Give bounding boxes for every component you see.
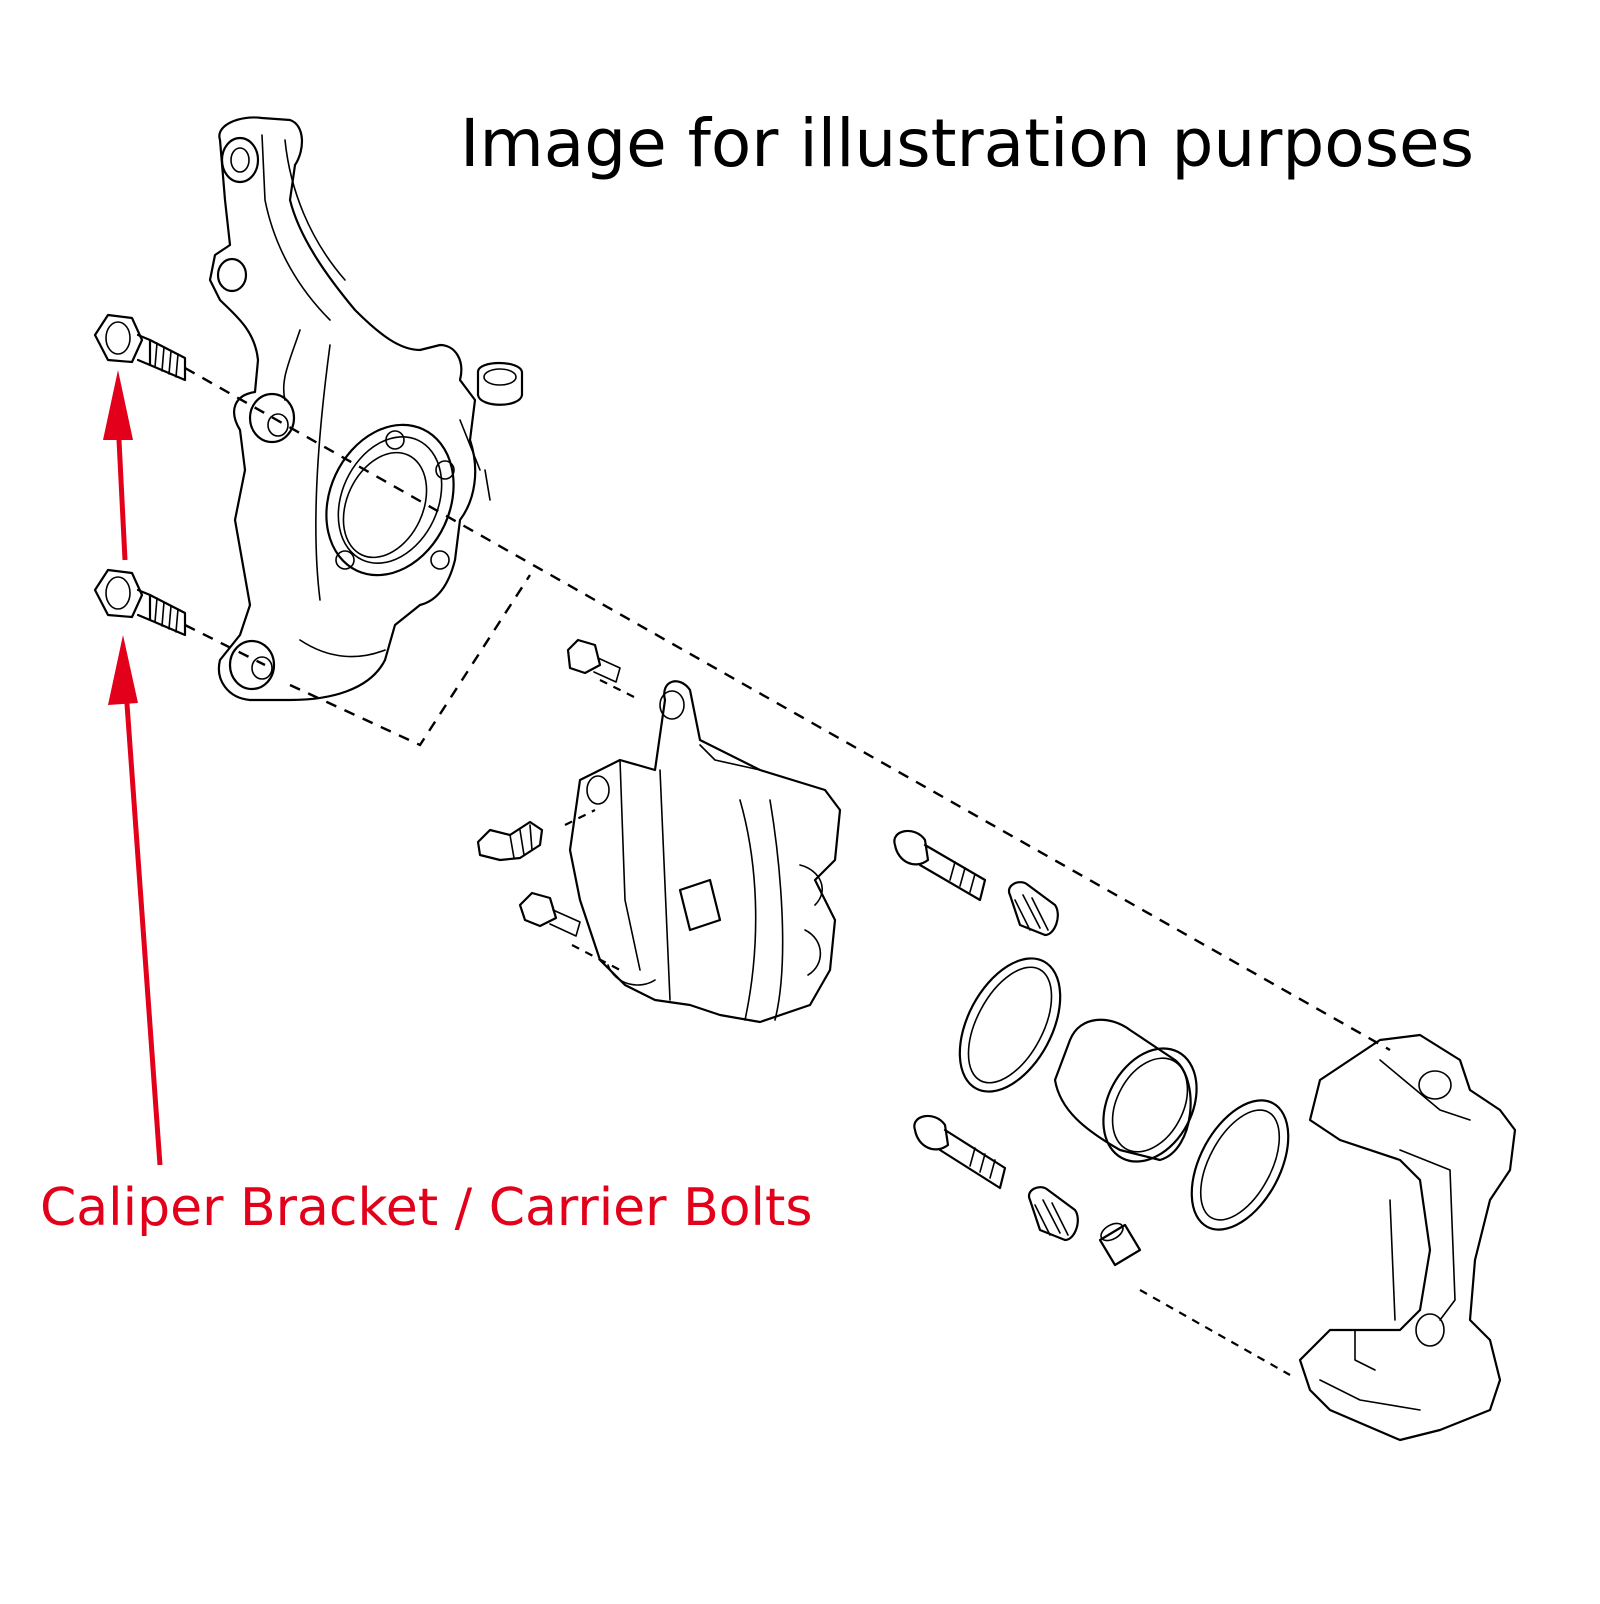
piston-seal [958, 957, 1062, 1093]
upper-guide-pin [893, 829, 1059, 937]
callout-arrow-lower [123, 689, 163, 1166]
callout-arrows [103, 370, 163, 1166]
caliper-bracket [1298, 1033, 1517, 1442]
diagram-heading: Image for illustration purposes [460, 105, 1475, 182]
caliper-body [568, 680, 842, 1024]
assembly-lines [184, 366, 1391, 1376]
lower-carrier-bolt [93, 568, 187, 637]
upper-carrier-bolt [93, 313, 187, 382]
lower-guide-pin [913, 1114, 1142, 1267]
callout-arrowhead-upper [103, 370, 133, 440]
dust-boot [1190, 1099, 1290, 1231]
callout-arrow-upper [115, 419, 128, 561]
caliper-piston [1053, 1018, 1198, 1163]
steering-knuckle [208, 116, 524, 702]
caliper-bleeder-and-bolts [476, 638, 621, 937]
callout-label: Caliper Bracket / Carrier Bolts [40, 1178, 813, 1238]
callout-arrowhead-lower [108, 635, 138, 705]
